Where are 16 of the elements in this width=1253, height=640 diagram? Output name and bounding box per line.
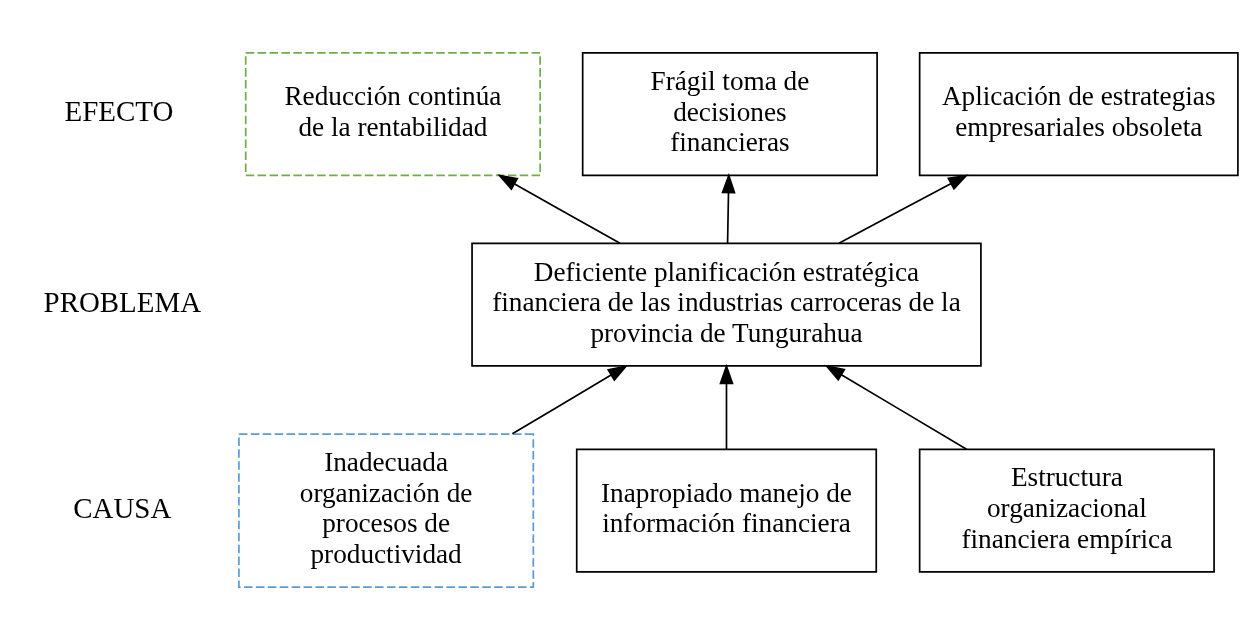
arrow xyxy=(721,173,736,245)
node-box: Inadecuada organización de procesos de productividad xyxy=(238,433,535,589)
label: CAUSA xyxy=(73,491,172,524)
arrow xyxy=(497,174,621,245)
node-box: Aplicación de estrategias empresariales obsoleta xyxy=(918,51,1239,177)
node-box: Frágil toma de decisiones financieras xyxy=(581,51,878,177)
arrow xyxy=(838,174,969,245)
node-box: Estructura organizacional financiera empírica xyxy=(918,448,1215,573)
arrow xyxy=(824,364,968,451)
label: EFECTO xyxy=(64,95,174,128)
arrow xyxy=(511,364,629,435)
node-box: Deficiente planificación estratégica financiera de las industrias carroceras de la provincia de Tungurahua xyxy=(471,242,982,367)
node-box: Reducción continúa de la rentabilidad xyxy=(244,51,541,177)
node-box: Inapropiado manejo de información financiera xyxy=(575,448,878,573)
arrow xyxy=(719,363,734,451)
label: PROBLEMA xyxy=(43,285,202,318)
